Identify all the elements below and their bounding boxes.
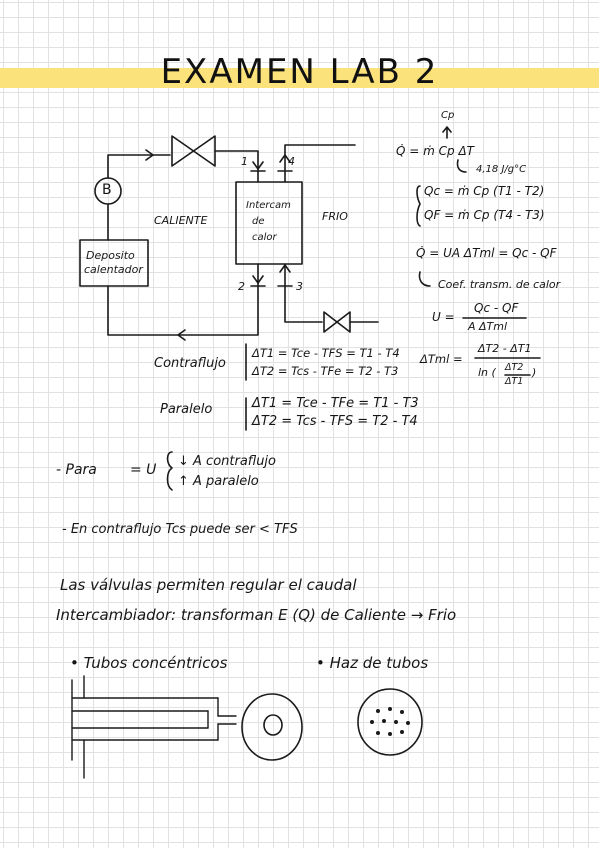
page-title: EXAMEN LAB 2	[160, 52, 439, 92]
exchanger-box	[235, 181, 303, 265]
note-down: ↓ A contraflujo	[178, 454, 277, 469]
contraflujo-dt1: ΔT1 = Tce - TFS = T1 - T4	[252, 346, 400, 360]
paralelo-dt1: ΔT1 = Tce - TFe = T1 - T3	[252, 396, 419, 411]
cold-label: FRIO	[322, 210, 348, 223]
note-contraflujo: - En contraflujo Tcs puede ser < TFS	[62, 522, 298, 537]
u-numerator: Qc - QF	[474, 301, 519, 315]
arrow-port3	[279, 264, 291, 273]
note-up: ↑ A paralelo	[178, 474, 259, 489]
u-lhs: U =	[432, 310, 455, 324]
brace-para	[166, 451, 173, 491]
exchanger-label-1: Intercam	[246, 200, 291, 211]
hot-label: CALIENTE	[154, 214, 208, 227]
contraflujo-dt2: ΔT2 = Tcs - TFe = T2 - T3	[252, 364, 399, 378]
tml-numerator: ΔT2 - ΔT1	[478, 342, 532, 355]
formula-qdot: Q̇ = UA ΔTml = Qc - QF	[416, 246, 557, 260]
bottom-valve-icon	[323, 311, 351, 333]
note-eq-u: = U	[130, 462, 157, 478]
title-highlight	[0, 68, 599, 88]
arrow-port2	[252, 275, 264, 284]
top-valve-icon	[171, 135, 216, 167]
u-denominator: A ΔTml	[468, 320, 508, 333]
tank-label-1: Deposito	[86, 249, 135, 262]
arrow-port1	[252, 161, 264, 170]
cp-label: Cp	[441, 110, 455, 121]
haz-label: • Haz de tubos	[316, 654, 429, 672]
formula-qc: Qc = ṁ Cp (T1 - T2)	[424, 184, 545, 198]
brace-q	[416, 185, 421, 227]
coef-label: Coef. transm. de calor	[438, 278, 561, 291]
paralelo-dt2: ΔT2 = Tcs - TFS = T2 - T4	[252, 414, 418, 429]
tml-lhs: ΔTml =	[420, 352, 463, 366]
concentric-tubes-side	[71, 675, 237, 779]
exchanger-label-2: de	[252, 216, 265, 227]
tml-den-num: ΔT2	[505, 362, 524, 373]
concentric-inner-circle	[263, 714, 283, 736]
formula-qf: QF = ṁ Cp (T4 - T3)	[424, 208, 545, 222]
concentric-outer-circle	[241, 693, 303, 761]
tank-box	[79, 239, 149, 287]
cp-value: 4,18 J/g°C	[476, 164, 527, 175]
pipe-top-left	[107, 154, 171, 179]
contraflujo-label: Contraflujo	[154, 356, 226, 371]
tml-den-den: ΔT1	[505, 376, 524, 387]
arrow-port4	[279, 154, 291, 163]
pipe-tank-bottom	[107, 263, 259, 336]
bundle-shell-circle	[357, 688, 423, 756]
formula-q: Q̇ = ṁ Cp ΔT	[396, 144, 474, 158]
port-4-label: 4	[288, 155, 295, 168]
pipe-to-port1	[214, 150, 259, 183]
exchanger-label-3: calor	[252, 232, 277, 243]
tml-den-close: )	[532, 366, 537, 379]
tml-den-ln: ln (	[478, 366, 496, 379]
note-intercambiador: Intercambiador: transforman E (Q) de Cal…	[56, 606, 457, 624]
tubos-label: • Tubos concéntricos	[70, 654, 228, 672]
pipe-port3	[284, 263, 323, 323]
paralelo-label: Paralelo	[160, 402, 213, 417]
pipe-port4	[284, 144, 356, 183]
port-2-label: 2	[238, 280, 245, 293]
arrow-return	[177, 329, 186, 341]
port-3-label: 3	[296, 280, 303, 293]
port-1-label: 1	[241, 155, 248, 168]
pump-label: B	[102, 182, 112, 198]
note-para: - Para	[56, 462, 97, 478]
bundle-tubes	[370, 707, 410, 736]
arrow-top	[145, 149, 154, 161]
tank-label-2: calentador	[84, 263, 143, 276]
note-valvulas: Las válvulas permiten regular el caudal	[60, 576, 357, 594]
